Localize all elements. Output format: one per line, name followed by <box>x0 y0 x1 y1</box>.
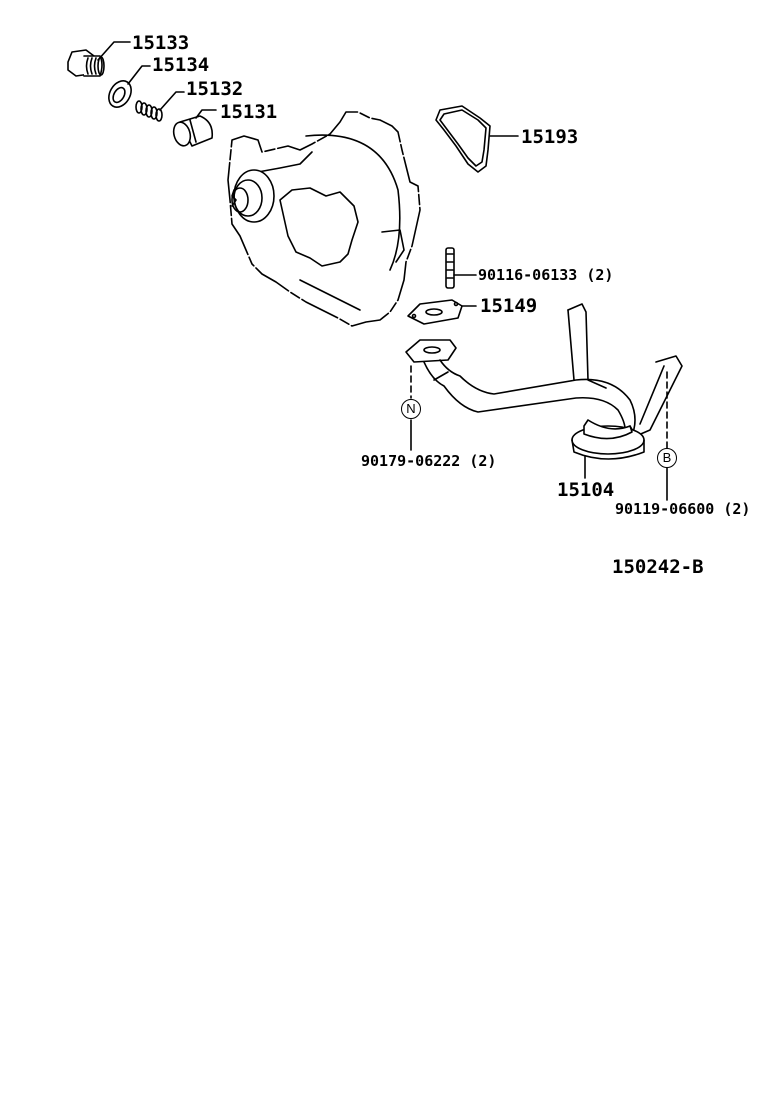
ring-15134-icon <box>108 65 151 108</box>
part-label-15134[interactable]: 15134 <box>152 54 210 76</box>
part-label-15131[interactable]: 15131 <box>220 101 278 123</box>
gasket-15149-icon <box>407 299 477 325</box>
stud-90116-icon <box>445 247 477 289</box>
illustration-code: 150242-B <box>612 556 704 578</box>
part-label-15104[interactable]: 15104 <box>557 479 615 501</box>
part-label-15133[interactable]: 15133 <box>132 32 190 54</box>
part-label-15193[interactable]: 15193 <box>521 126 579 148</box>
oil-pump-housing-icon <box>227 111 421 327</box>
nut-symbol-icon: N <box>401 399 421 419</box>
part-label-90179[interactable]: 90179-06222 (2) <box>361 452 497 470</box>
plug-15133-icon <box>67 41 131 77</box>
bolt-symbol-icon: B <box>657 448 677 468</box>
part-label-15149[interactable]: 15149 <box>480 295 538 317</box>
part-label-90119[interactable]: 90119-06600 (2) <box>615 500 751 518</box>
part-label-15132[interactable]: 15132 <box>186 78 244 100</box>
valve-15131-icon <box>172 109 217 147</box>
oil-strainer-15104-icon <box>405 303 683 479</box>
oring-15193-icon <box>435 105 519 173</box>
part-label-90116[interactable]: 90116-06133 (2) <box>478 266 614 284</box>
spring-15132-icon <box>135 91 185 122</box>
